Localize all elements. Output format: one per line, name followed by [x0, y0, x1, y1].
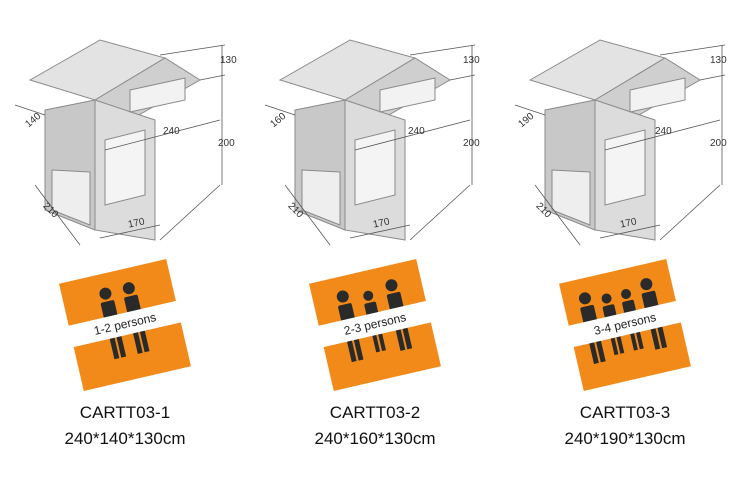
capacity-badge	[59, 259, 191, 391]
dim-height-main: 200	[710, 138, 727, 149]
dim-height-main: 200	[463, 138, 480, 149]
dim-height-top: 130	[463, 55, 480, 66]
model-name: CARTT03-1	[79, 403, 171, 422]
tent-diagram	[264, 39, 476, 246]
model-name: CARTT03-2	[329, 403, 421, 422]
model-size: 240*140*130cm	[64, 429, 186, 448]
model-size: 240*190*130cm	[564, 429, 686, 448]
product-card-3: 130 200 240 190 210 170	[500, 0, 750, 484]
dim-height-top: 130	[710, 55, 727, 66]
model-name: CARTT03-3	[579, 403, 671, 422]
tent-diagram	[514, 39, 726, 246]
tent-diagram	[14, 39, 226, 246]
dim-height-main: 200	[218, 138, 235, 149]
product-card-2: 130 200 240 160 210 170 2-3 persons	[250, 0, 500, 484]
dim-length: 240	[408, 126, 425, 137]
capacity-badge	[309, 259, 441, 391]
dim-height-top: 130	[220, 55, 237, 66]
dim-length: 240	[163, 126, 180, 137]
model-size: 240*160*130cm	[314, 429, 436, 448]
dim-length: 240	[655, 126, 672, 137]
product-card-1: 130 200 240 140 210 170 1-2 persons CART…	[0, 0, 250, 484]
capacity-badge	[559, 259, 691, 391]
